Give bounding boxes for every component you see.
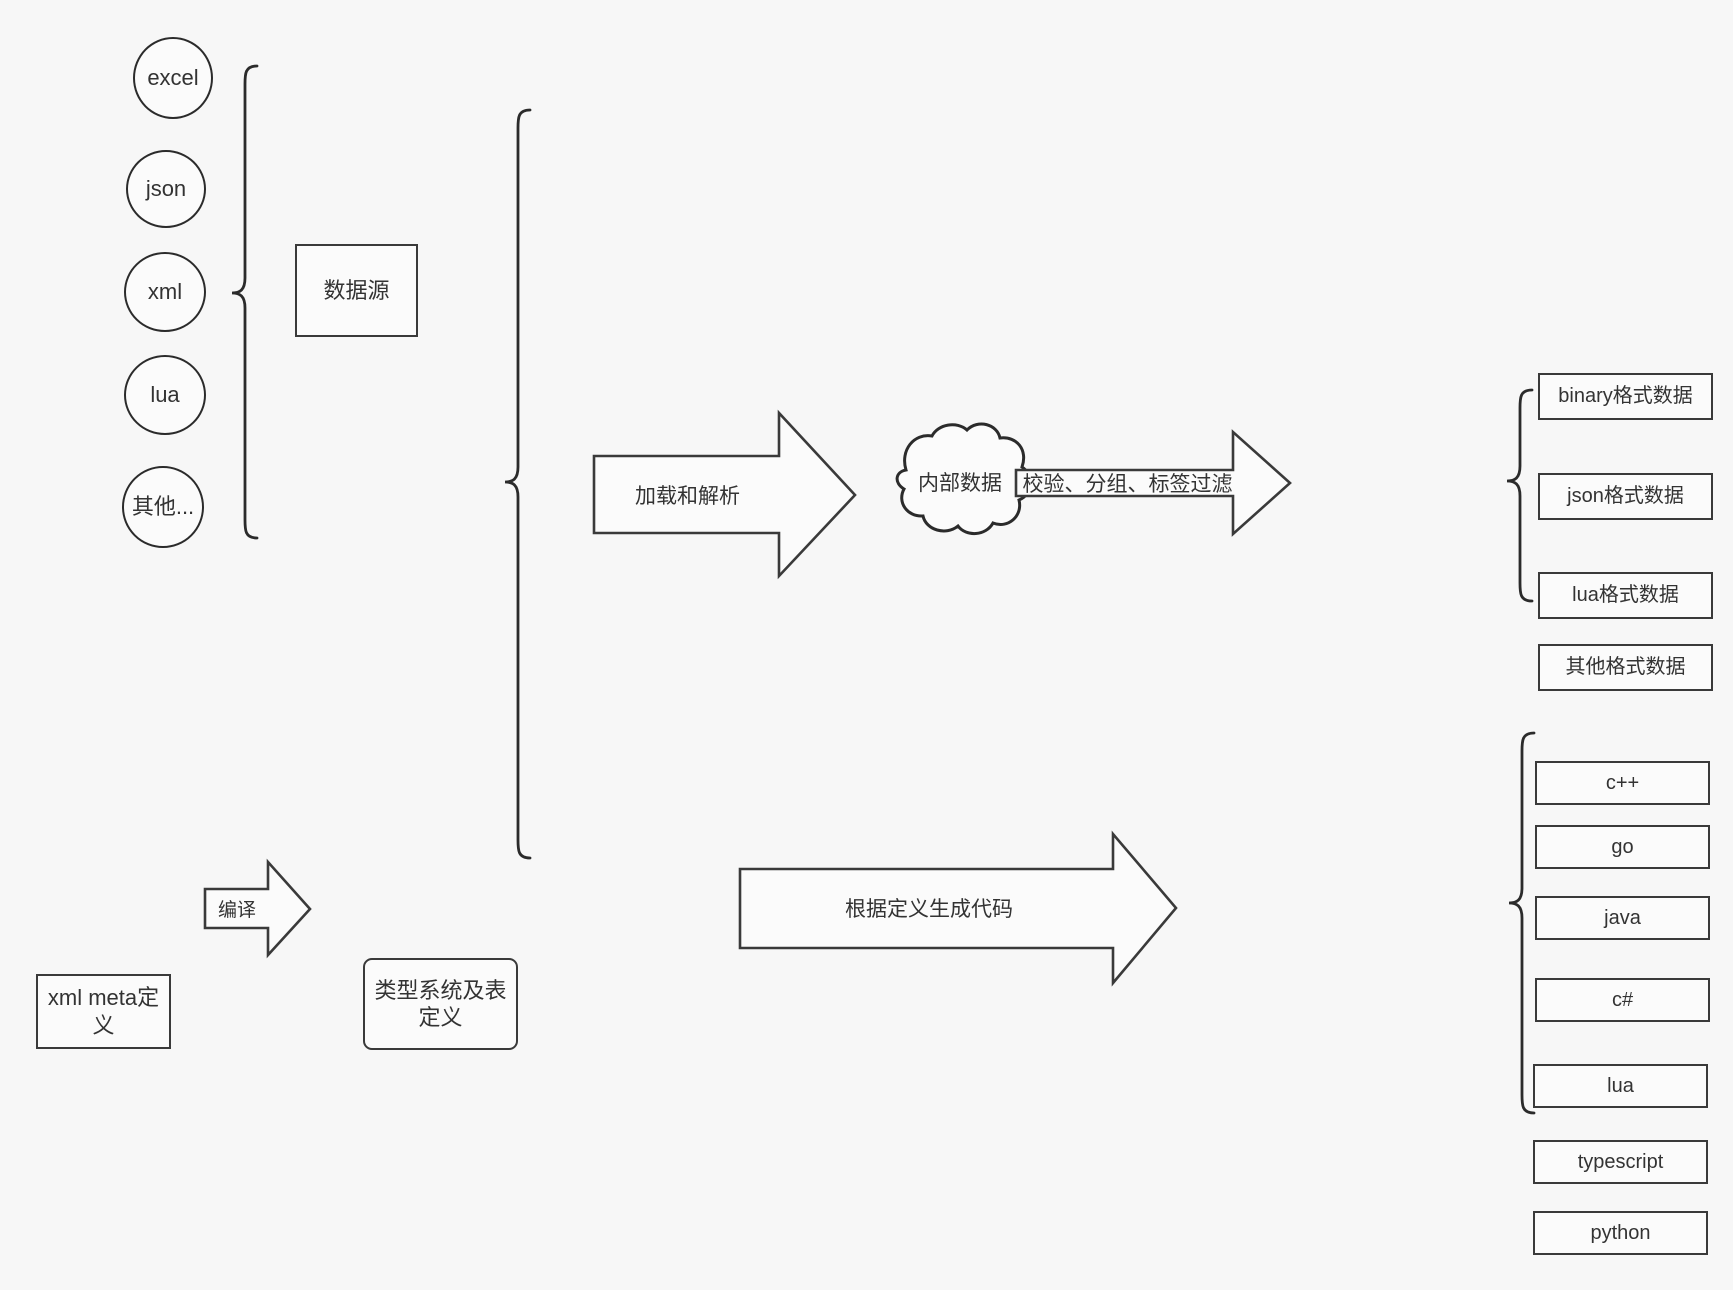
- type-system-label: 类型系统及表 定义: [374, 977, 507, 1031]
- lang-box-cpp[interactable]: c++: [1535, 761, 1710, 805]
- lang-box-label: typescript: [1577, 1150, 1664, 1173]
- lang-box-csharp[interactable]: c#: [1535, 978, 1710, 1022]
- lang-box-python[interactable]: python: [1533, 1211, 1708, 1255]
- data-source-box[interactable]: 数据源: [295, 244, 418, 337]
- xml-meta-definition-label: xml meta定 义: [47, 985, 160, 1038]
- source-circle-label: json: [145, 176, 187, 202]
- output-box-label: json格式数据: [1567, 485, 1684, 507]
- data-formats-brace: [1506, 388, 1534, 603]
- lang-box-label: python: [1590, 1221, 1651, 1244]
- lang-box-label: c#: [1611, 988, 1634, 1011]
- output-box-json[interactable]: json格式数据: [1538, 473, 1713, 520]
- lang-box-lua[interactable]: lua: [1533, 1064, 1708, 1108]
- source-circle-lua[interactable]: lua: [124, 355, 206, 435]
- codegen-arrow: [738, 830, 1178, 987]
- internal-data-cloud: [895, 422, 1033, 535]
- source-circle-label: lua: [150, 382, 180, 408]
- lang-box-label: go: [1611, 835, 1634, 858]
- lang-box-label: java: [1604, 906, 1641, 929]
- output-box-label: lua格式数据: [1572, 584, 1679, 606]
- source-circle-xml[interactable]: xml: [124, 252, 206, 332]
- lang-box-java[interactable]: java: [1535, 896, 1710, 940]
- lang-box-typescript[interactable]: typescript: [1533, 1140, 1708, 1184]
- load-parse-arrow: [592, 409, 857, 580]
- output-box-label: 其他格式数据: [1565, 656, 1686, 678]
- source-circle-label: xml: [147, 279, 183, 305]
- filter-arrow: [1014, 429, 1292, 537]
- source-circle-excel[interactable]: excel: [133, 37, 213, 119]
- languages-brace: [1508, 731, 1536, 1115]
- inputs-brace: [504, 108, 532, 860]
- output-box-lua[interactable]: lua格式数据: [1538, 572, 1713, 619]
- source-circle-other[interactable]: 其他...: [122, 466, 204, 548]
- output-box-label: binary格式数据: [1558, 385, 1693, 407]
- source-circle-json[interactable]: json: [126, 150, 206, 228]
- output-box-other[interactable]: 其他格式数据: [1538, 644, 1713, 691]
- compile-arrow: [203, 858, 312, 959]
- lang-box-label: c++: [1605, 771, 1640, 794]
- source-circle-label: excel: [147, 65, 199, 91]
- output-box-binary[interactable]: binary格式数据: [1538, 373, 1713, 420]
- lang-box-label: lua: [1607, 1074, 1634, 1097]
- data-source-label: 数据源: [323, 277, 390, 303]
- lang-box-go[interactable]: go: [1535, 825, 1710, 869]
- xml-meta-definition-box[interactable]: xml meta定 义: [36, 974, 171, 1049]
- type-system-box[interactable]: 类型系统及表 定义: [363, 958, 518, 1050]
- sources-brace: [231, 64, 259, 540]
- source-circle-label: 其他...: [131, 494, 195, 520]
